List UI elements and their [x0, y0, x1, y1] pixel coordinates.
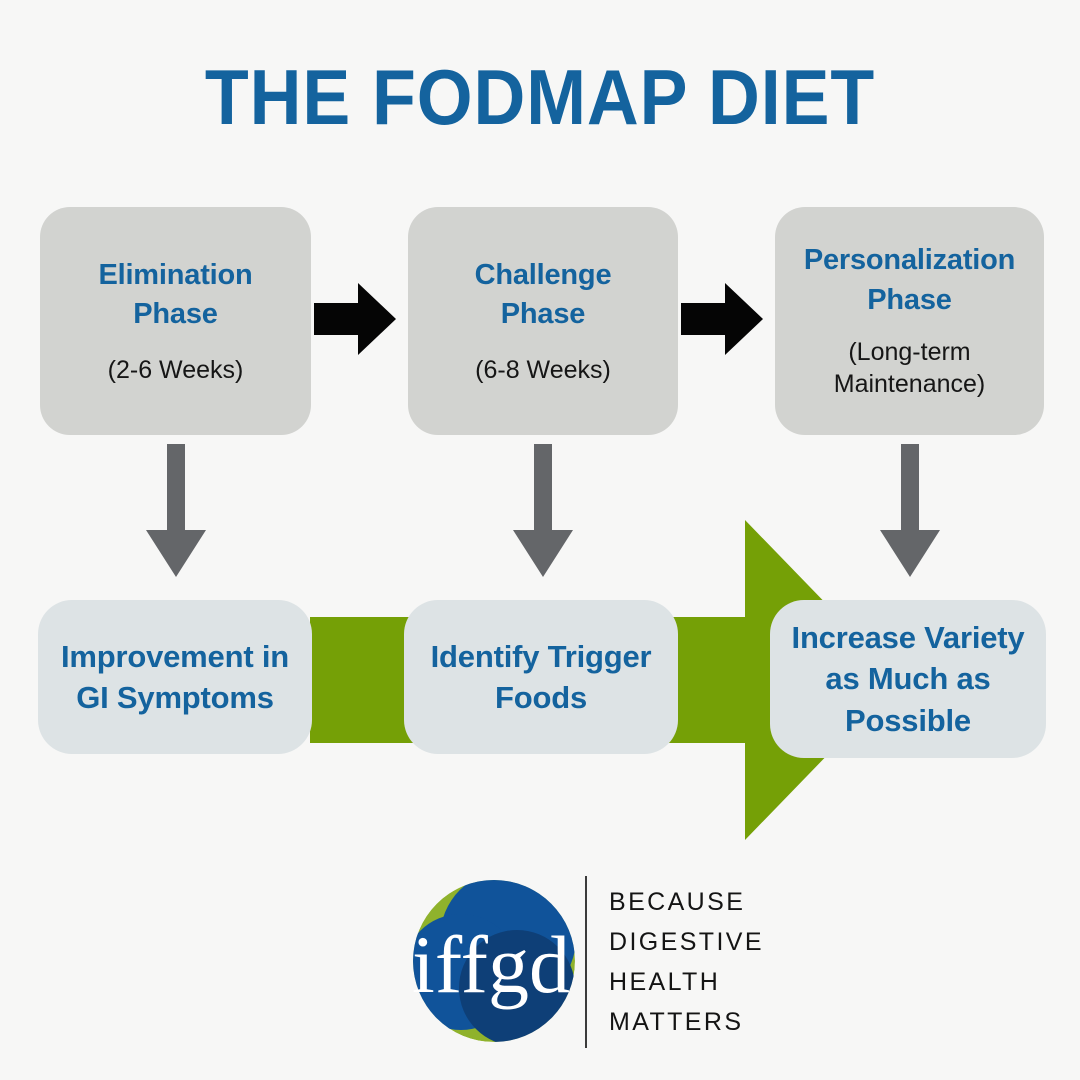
- logo-wordmark: iffgd: [413, 919, 570, 1010]
- outcome-text: Increase Variety as Much as Possible: [792, 617, 1025, 741]
- phase-duration-personalization: (Long-term Maintenance): [834, 336, 985, 401]
- phase-title-line-2: Phase: [133, 297, 218, 330]
- arrow-down-icon: [880, 444, 940, 577]
- arrow-right-icon: [681, 283, 763, 355]
- outcome-text: Identify Trigger Foods: [431, 636, 652, 718]
- page-title: THE FODMAP DIET: [204, 53, 876, 141]
- phase-title-challenge: Challenge Phase: [475, 256, 612, 334]
- tagline-line-1: BECAUSE: [609, 888, 746, 916]
- logo-block: iffgd BECAUSE DIGESTIVE HEALTH MATTERS: [413, 876, 773, 1054]
- outcome-line-2: as Much as: [825, 661, 991, 697]
- phase-title-line-2: Phase: [500, 297, 586, 330]
- outcome-line-1: Identify Trigger: [430, 638, 652, 674]
- tagline-line-2: DIGESTIVE: [609, 928, 764, 956]
- arrow-right-icon: [314, 283, 396, 355]
- arrow-down-icon: [513, 444, 573, 577]
- outcome-line-2: GI Symptoms: [76, 680, 274, 715]
- outcome-box-identify-trigger-foods: Identify Trigger Foods: [404, 600, 678, 754]
- phase-duration-line-1: (Long-term: [848, 337, 971, 366]
- arrow-down-icon: [146, 444, 206, 577]
- outcome-line-1: Improvement in: [60, 638, 290, 674]
- tagline-line-3: HEALTH: [609, 968, 721, 996]
- phase-duration-challenge: (6-8 Weeks): [475, 355, 611, 384]
- tagline-line-4: MATTERS: [609, 1008, 744, 1036]
- phase-box-elimination: Elimination Phase (2-6 Weeks): [40, 207, 311, 435]
- phase-title-line-1: Personalization: [803, 244, 1016, 277]
- outcome-text: Improvement in GI Symptoms: [61, 636, 289, 718]
- phase-title-line-1: Challenge: [474, 258, 612, 291]
- phase-box-challenge: Challenge Phase (6-8 Weeks): [408, 207, 678, 435]
- outcome-line-2: Foods: [495, 680, 587, 715]
- phase-title-elimination: Elimination Phase: [98, 256, 252, 334]
- outcome-box-improvement-gi-symptoms: Improvement in GI Symptoms: [38, 600, 312, 754]
- phase-title-personalization: Personalization Phase: [803, 241, 1016, 319]
- phase-duration-elimination: (2-6 Weeks): [107, 355, 244, 384]
- outcome-line-3: Possible: [845, 702, 971, 738]
- phase-duration-line-2: Maintenance): [833, 370, 986, 399]
- iffgd-logo-icon: iffgd: [413, 880, 575, 1042]
- logo-tagline: BECAUSE DIGESTIVE HEALTH MATTERS: [609, 882, 809, 1042]
- outcome-line-1: Increase Variety: [791, 620, 1025, 656]
- logo-divider: [585, 876, 587, 1048]
- phase-box-personalization: Personalization Phase (Long-term Mainten…: [775, 207, 1044, 435]
- phase-title-line-2: Phase: [867, 283, 952, 316]
- outcome-box-increase-variety: Increase Variety as Much as Possible: [770, 600, 1046, 758]
- phase-title-line-1: Elimination: [98, 258, 253, 291]
